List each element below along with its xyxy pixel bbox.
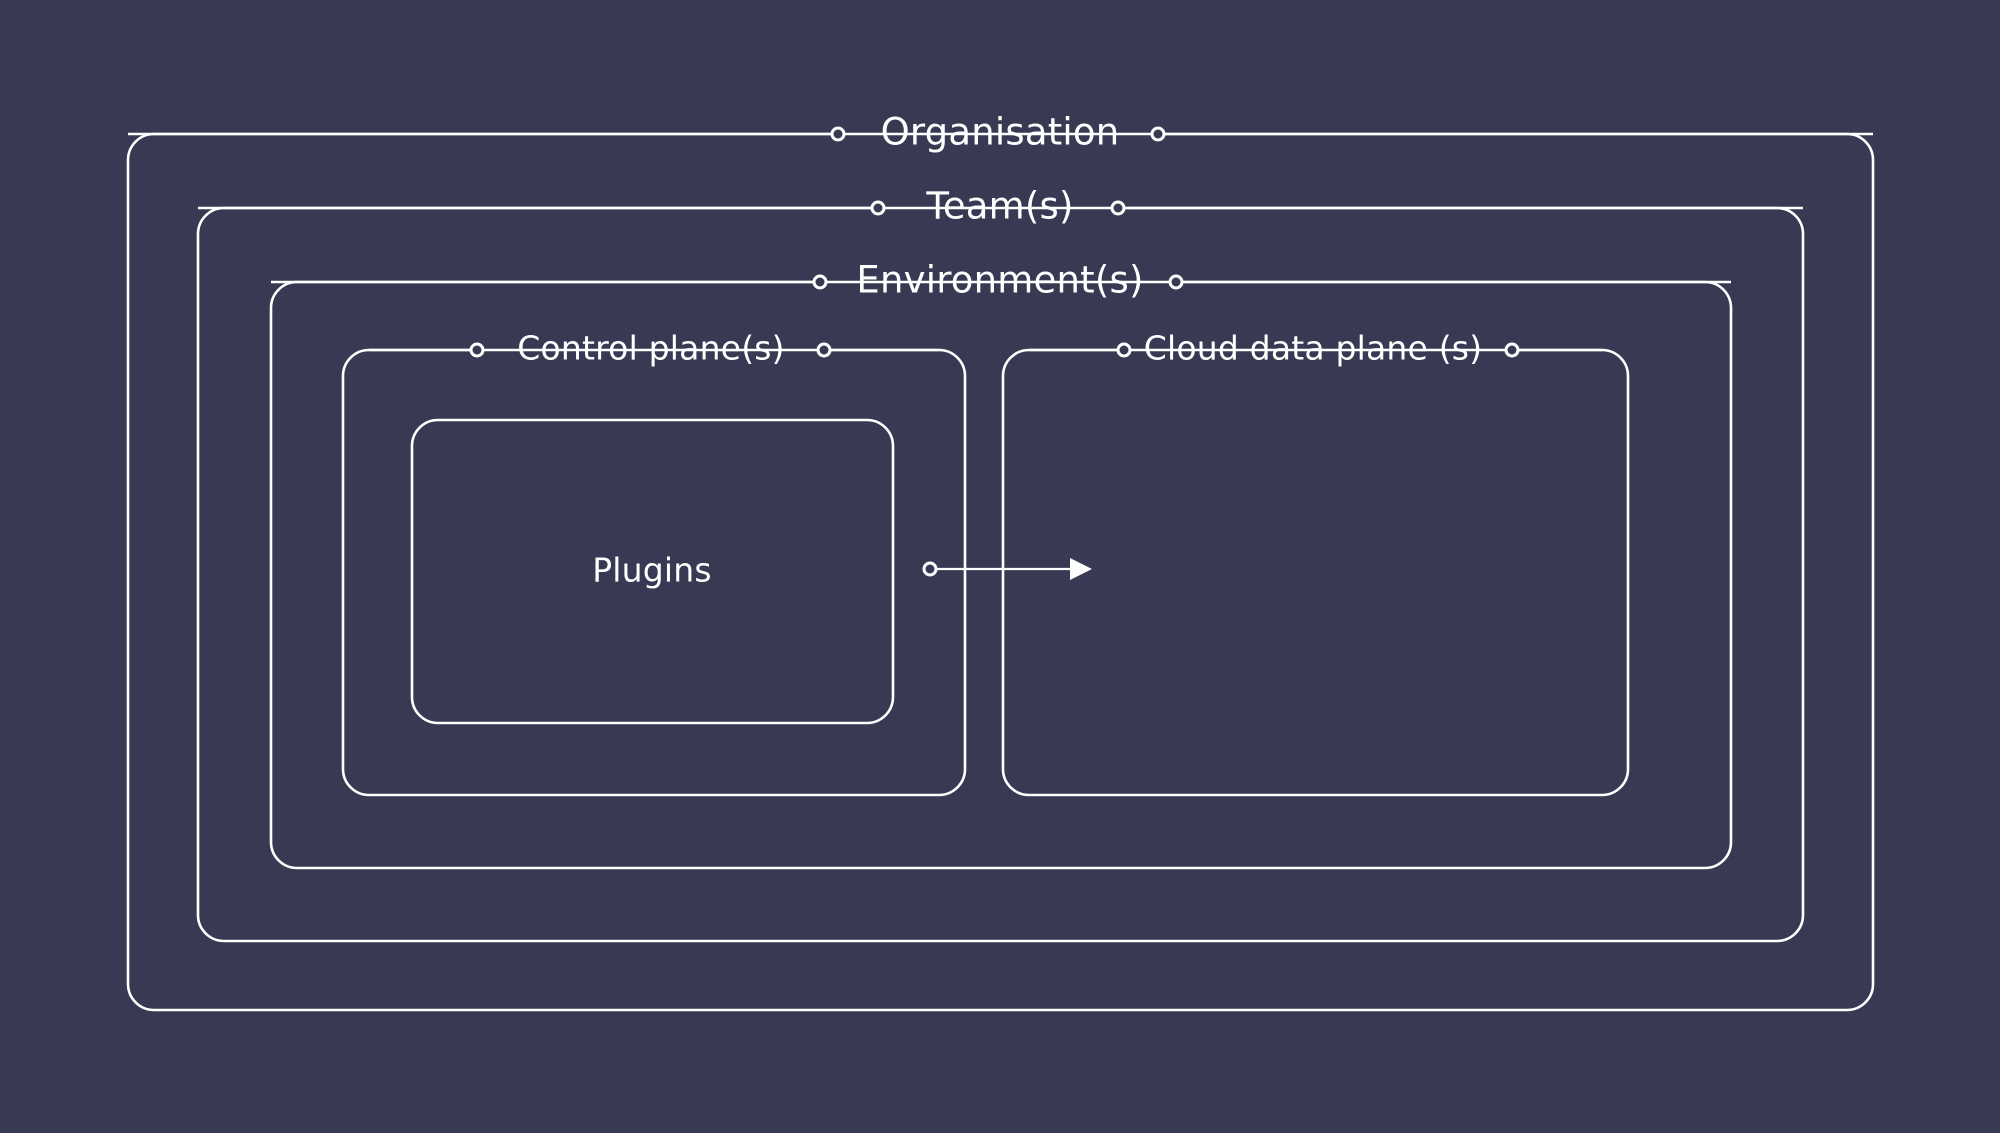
plugins-to-cloud-arrow-dot xyxy=(922,561,938,577)
cloud-data-plane-label: Cloud data plane (s) xyxy=(1143,328,1483,368)
control-plane-box xyxy=(341,348,967,797)
organisation-box xyxy=(126,132,1875,1012)
control-plane-connector-dot-right xyxy=(816,342,832,358)
plugins-box xyxy=(410,418,895,725)
environments-box xyxy=(269,280,1733,870)
plugins-label: Plugins xyxy=(592,550,712,590)
teams-connector-dot-right xyxy=(1110,200,1126,216)
cloud-data-plane-box xyxy=(1001,348,1630,797)
plugins-to-cloud-arrow-head xyxy=(1070,558,1092,580)
organisation-connector-dot-left xyxy=(830,126,846,142)
teams-label: Team(s) xyxy=(926,184,1074,228)
environments-label: Environment(s) xyxy=(856,258,1144,302)
organisation-label: Organisation xyxy=(880,110,1120,154)
teams-connector-dot-left xyxy=(870,200,886,216)
organisation-connector-dot-right xyxy=(1150,126,1166,142)
control-plane-connector-dot-left xyxy=(469,342,485,358)
teams-box xyxy=(196,206,1805,943)
environments-connector-dot-right xyxy=(1168,274,1184,290)
cloud-data-plane-connector-dot-right xyxy=(1504,342,1520,358)
environments-connector-dot-left xyxy=(812,274,828,290)
control-plane-label: Control plane(s) xyxy=(517,328,785,368)
cloud-data-plane-connector-dot-left xyxy=(1116,342,1132,358)
